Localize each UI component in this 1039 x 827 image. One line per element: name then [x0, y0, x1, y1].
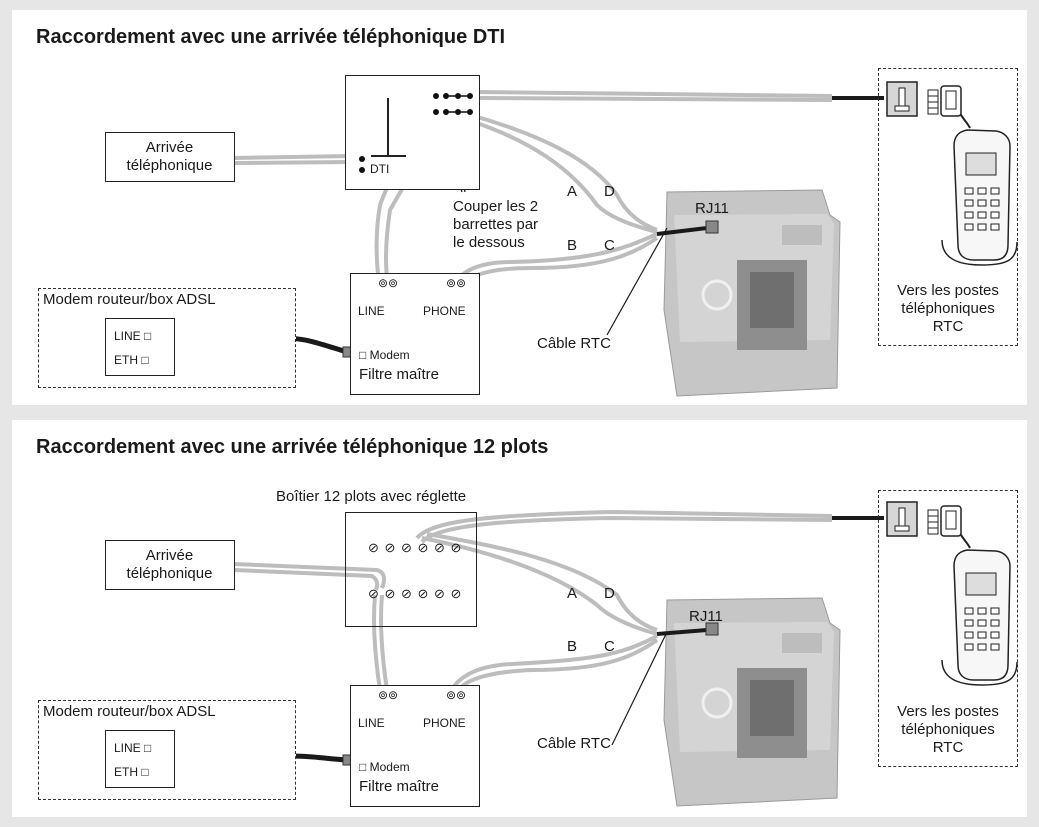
wire-label-d: D	[604, 183, 615, 200]
filter-line-label: LINE	[358, 304, 385, 318]
master-filter-box: ⊚⊚ ⊚⊚ LINE PHONE □ Modem Filtre maître	[350, 273, 480, 395]
modem-box: LINE □ ETH □	[105, 318, 175, 376]
rj11-label: RJ11	[695, 200, 729, 217]
wire-label-b: B	[567, 237, 578, 254]
terminal-row-bottom: ⊘ ⊘ ⊘ ⊘ ⊘ ⊘	[368, 586, 463, 601]
filter-phone-label: PHONE	[423, 716, 466, 730]
cable-label: Câble RTC	[537, 735, 611, 752]
modem-eth-port: ETH	[114, 765, 138, 779]
phones-label: Vers les postes téléphoniques RTC	[897, 282, 999, 335]
12-pin-box: ⊘ ⊘ ⊘ ⊘ ⊘ ⊘ ⊘ ⊘ ⊘ ⊘ ⊘ ⊘	[345, 512, 477, 627]
incoming-line-label: Arrivée téléphonique	[126, 139, 213, 174]
incoming-line-box: Arrivée téléphonique	[105, 540, 235, 590]
12-pin-connection-panel: Raccordement avec une arrivée téléphoniq…	[12, 420, 1027, 817]
modem-title: Modem routeur/box ADSL	[43, 291, 216, 308]
dti-connection-panel: Raccordement avec une arrivée téléphoniq…	[12, 10, 1027, 405]
phones-group: Vers les postes téléphoniques RTC	[878, 68, 1018, 346]
section-title: Raccordement avec une arrivée téléphoniq…	[36, 26, 506, 48]
alarm-central-unit	[663, 189, 841, 397]
grey-wires	[233, 509, 833, 692]
wire-label-a: A	[567, 183, 578, 200]
rj11-label: RJ11	[689, 608, 723, 625]
alarm-central-unit	[663, 597, 841, 807]
rj11-plug-icon	[705, 622, 719, 636]
filter-modem-label: Modem	[369, 348, 410, 362]
modem-router-group: Modem routeur/box ADSL LINE □ ETH □	[38, 288, 296, 388]
dti-contacts	[359, 93, 473, 173]
filter-line-label: LINE	[358, 716, 385, 730]
incoming-line-box: Arrivée téléphonique	[105, 132, 235, 182]
cut-note: Couper les 2 barrettes par le dessous	[453, 198, 539, 251]
phones-label: Vers les postes téléphoniques RTC	[897, 703, 999, 756]
modem-router-group: Modem routeur/box ADSL LINE □ ETH □	[38, 700, 296, 800]
cordless-phone-icon	[941, 529, 1018, 686]
wiring-diagram	[180, 501, 1018, 807]
terminal-row-top: ⊘ ⊘ ⊘ ⊘ ⊘ ⊘	[368, 540, 463, 555]
modem-line-port: LINE	[114, 741, 141, 755]
filter-modem-label: Modem	[369, 760, 410, 774]
wall-jack-icon	[886, 81, 918, 117]
12-pin-box-label: Boîtier 12 plots avec réglette	[276, 488, 467, 505]
dti-box: DTI	[345, 75, 480, 190]
phones-group: Vers les postes téléphoniques RTC	[878, 490, 1018, 767]
rj11-plug-icon	[705, 220, 719, 234]
section-title: Raccordement avec une arrivée téléphoniq…	[36, 436, 549, 458]
incoming-line-label: Arrivée téléphonique	[126, 547, 213, 582]
wire-label-b: B	[567, 638, 578, 655]
cordless-phone-icon	[941, 109, 1018, 266]
phone-adapter-icon	[927, 505, 962, 537]
modem-eth-port: ETH	[114, 353, 138, 367]
wire-label-a: A	[567, 585, 578, 602]
wire-label-d: D	[604, 585, 615, 602]
master-filter-box: ⊚⊚ ⊚⊚ LINE PHONE □ Modem Filtre maître	[350, 685, 480, 807]
modem-line-port: LINE	[114, 329, 141, 343]
modem-box: LINE □ ETH □	[105, 730, 175, 788]
filter-name: Filtre maître	[359, 778, 440, 795]
phone-adapter-icon	[927, 85, 962, 117]
dti-label: DTI	[370, 162, 390, 176]
wire-label-c: C	[604, 638, 615, 655]
wire-label-c: C	[604, 237, 615, 254]
wiring-diagram	[183, 81, 1018, 397]
filter-name: Filtre maître	[359, 366, 440, 383]
filter-phone-label: PHONE	[423, 304, 466, 318]
modem-title: Modem routeur/box ADSL	[43, 703, 216, 720]
wall-jack-icon	[886, 501, 918, 537]
cable-label: Câble RTC	[537, 335, 611, 352]
